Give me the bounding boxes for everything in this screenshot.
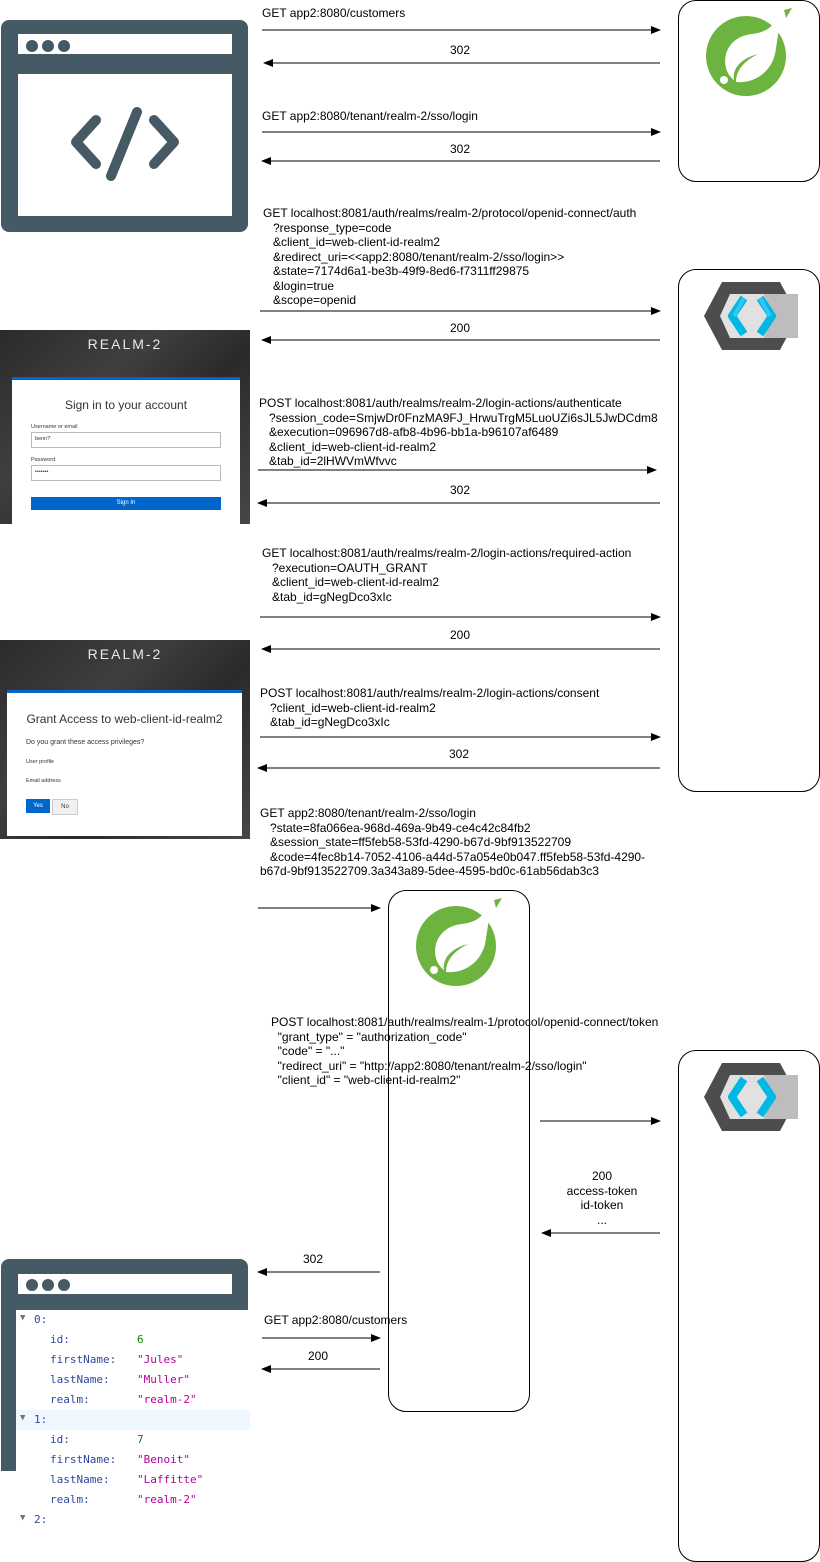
username-value: benn? [35, 436, 51, 442]
s6-response-label: 302 [448, 747, 470, 761]
json-index: 2: [34, 1513, 48, 1526]
s1-response-label: 302 [449, 43, 471, 57]
chevron-down-icon[interactable]: ▼ [20, 1413, 26, 1423]
s6-request-label: POST localhost:8081/auth/realms/realm-2/… [260, 686, 600, 729]
s10-response-label: 200 [307, 1349, 329, 1363]
json-key: realm: [50, 1393, 90, 1406]
consent-card: Grant Access to web-client-id-realm2 Do … [7, 690, 242, 836]
auth-server-lane-token [678, 1050, 820, 1562]
json-value: 7 [137, 1433, 144, 1446]
json-value: "Muller" [137, 1373, 190, 1386]
s4-request-label: POST localhost:8081/auth/realms/realm-2/… [259, 396, 658, 468]
json-value: 6 [137, 1333, 144, 1346]
json-value: "Jules" [137, 1353, 184, 1366]
json-key: firstName: [50, 1453, 117, 1466]
json-value: "Laffitte" [137, 1473, 204, 1486]
s2-request-label: GET app2:8080/tenant/realm-2/sso/login [262, 109, 478, 123]
username-field[interactable]: benn? [31, 432, 221, 448]
s2-response-label: 302 [449, 142, 471, 156]
json-index: 0: [34, 1313, 48, 1326]
consent-item-profile: User profile [26, 759, 55, 765]
json-item-2[interactable]: ▼ 2: [16, 1510, 250, 1530]
json-item-0[interactable]: ▼ 0: [16, 1310, 250, 1330]
realm-title: REALM-2 [87, 336, 163, 352]
json-value: "realm-2" [137, 1493, 197, 1506]
s7-request-label: GET app2:8080/tenant/realm-2/sso/login ?… [260, 806, 646, 878]
s4-response-label: 302 [449, 483, 471, 497]
realm-title: REALM-2 [87, 646, 163, 662]
spring-leaf-icon [412, 898, 504, 990]
chevron-down-icon[interactable]: ▼ [20, 1313, 26, 1323]
json-item-1[interactable]: ▼ 1: [16, 1410, 250, 1430]
flow-arrows [257, 26, 661, 1373]
s1-request-label: GET app2:8080/customers [262, 6, 406, 20]
json-key: id: [50, 1433, 70, 1446]
chevron-down-icon[interactable]: ▼ [20, 1513, 26, 1523]
json-value: "realm-2" [137, 1393, 197, 1406]
s5-response-label: 200 [449, 628, 471, 642]
json-key: lastName: [50, 1473, 110, 1486]
consent-title: Grant Access to web-client-id-realm2 [26, 712, 223, 726]
json-index: 1: [34, 1413, 48, 1426]
password-label: Password [31, 457, 56, 463]
json-key: realm: [50, 1493, 90, 1506]
json-key: id: [50, 1333, 70, 1346]
s8-request-label: POST localhost:8081/auth/realms/realm-1/… [271, 1015, 659, 1087]
browser-window-icon [0, 0, 250, 235]
s9-response-label: 302 [302, 1252, 324, 1266]
browser-window-result: ▼ 0: id: 6 firstName: "Jules" lastName: "Mu… [0, 1258, 250, 1529]
login-screenshot: REALM-2 Sign in to your account Username… [0, 330, 250, 524]
no-button[interactable]: No [52, 799, 78, 815]
consent-item-email: Email address [26, 778, 61, 784]
spring-leaf-icon [702, 8, 794, 100]
login-title: Sign in to your account [64, 398, 188, 412]
keycloak-icon [704, 1063, 798, 1131]
consent-screenshot: REALM-2 Grant Access to web-client-id-re… [0, 640, 250, 839]
yes-button[interactable]: Yes [26, 799, 50, 813]
s8-response-label: 200 access-token id-token ... [566, 1169, 638, 1227]
login-card: Sign in to your account Username or emai… [12, 377, 240, 524]
json-key: firstName: [50, 1353, 117, 1366]
browser-frame-left-edge [1, 1294, 16, 1471]
s5-request-label: GET localhost:8081/auth/realms/realm-2/l… [262, 546, 632, 604]
consent-question: Do you grant these access privileges? [26, 739, 145, 746]
json-value: "Benoit" [137, 1453, 190, 1466]
json-viewer: ▼ 0: id: 6 firstName: "Jules" lastName: "Mu… [16, 1310, 250, 1529]
json-key: lastName: [50, 1373, 110, 1386]
password-value: ••••••• [35, 469, 49, 475]
s10-request-label: GET app2:8080/customers [264, 1313, 408, 1327]
s3-request-label: GET localhost:8081/auth/realms/realm-2/p… [263, 206, 637, 307]
sign-in-button[interactable]: Sign In [31, 497, 221, 510]
auth-server-lane-main [678, 269, 820, 792]
password-field[interactable]: ••••••• [31, 465, 221, 481]
keycloak-icon [704, 282, 798, 350]
s3-response-label: 200 [449, 321, 471, 335]
username-label: Username or email [31, 424, 78, 430]
